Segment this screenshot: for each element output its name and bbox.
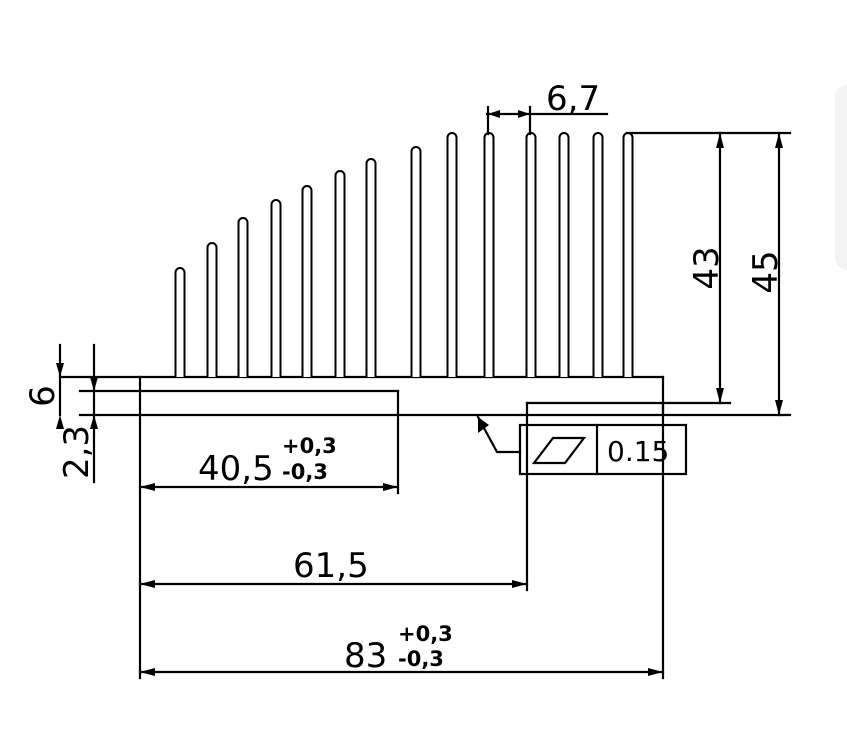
total-width-arrow-right	[648, 668, 663, 676]
total-width-dimension: 83 +0,3 -0,3	[138, 622, 665, 676]
step-width-dimension: 40,5 +0,3 -0,3	[138, 434, 400, 491]
fin-height-label: 43	[687, 246, 727, 289]
base-thickness-label: 6	[23, 385, 63, 407]
total-width-arrow-left	[140, 668, 155, 676]
step-arrow-top	[90, 377, 98, 391]
fin	[301, 185, 313, 377]
flatness-tolerance-frame: 0.15	[476, 415, 688, 476]
total-width-upper-tol: +0,3	[398, 622, 453, 646]
fin	[206, 242, 218, 377]
step-width-label: 40,5	[198, 449, 274, 489]
step-width-arrow-left	[140, 483, 155, 491]
fin	[592, 132, 604, 377]
fin	[410, 146, 422, 377]
mid-width-arrow-left	[140, 580, 155, 588]
fin-pitch-dimension: 6,7	[485, 79, 609, 136]
pitch-arrow-right	[518, 110, 530, 118]
fin	[270, 199, 282, 377]
step-height-label: 2,3	[57, 425, 97, 479]
total-width-lower-tol: -0,3	[398, 647, 444, 671]
fin	[525, 132, 537, 377]
tolerance-leader-arrow	[478, 417, 489, 433]
total-height-label: 45	[746, 250, 786, 293]
step-arrow-bottom	[90, 415, 98, 429]
height-dimensions: 43 45	[625, 131, 792, 417]
total-width-label: 83	[344, 636, 387, 676]
total-height-arrow-top	[775, 133, 783, 148]
base-arrow-bottom	[56, 415, 64, 429]
fin-pitch-label: 6,7	[546, 79, 600, 119]
pitch-arrow-left	[488, 110, 500, 118]
tolerance-value: 0.15	[607, 435, 669, 468]
mid-width-dimension: 61,5	[138, 546, 529, 588]
base-thickness-dimensions: 6 2,3	[23, 343, 98, 484]
step-width-lower-tol: -0,3	[282, 460, 328, 484]
fin	[174, 267, 186, 377]
mid-width-arrow-right	[512, 580, 527, 588]
tolerance-frame-box	[518, 423, 688, 476]
fin	[483, 132, 495, 377]
fin	[334, 170, 346, 377]
step-width-upper-tol: +0,3	[282, 434, 337, 458]
total-height-arrow-bottom	[775, 400, 783, 415]
fin	[365, 158, 377, 377]
mid-width-label: 61,5	[293, 546, 369, 586]
fin-height-arrow-top	[716, 133, 724, 148]
flatness-parallelogram-icon	[531, 436, 587, 465]
fin-group	[174, 132, 634, 377]
fin	[622, 132, 634, 377]
fin-height-arrow-bottom	[716, 388, 724, 403]
fin	[237, 217, 249, 377]
step-width-arrow-right	[383, 483, 398, 491]
fin	[446, 132, 458, 377]
base-arrow-top	[56, 363, 64, 377]
tolerance-leader	[476, 415, 522, 454]
background-panel	[835, 85, 847, 270]
fin	[558, 132, 570, 377]
